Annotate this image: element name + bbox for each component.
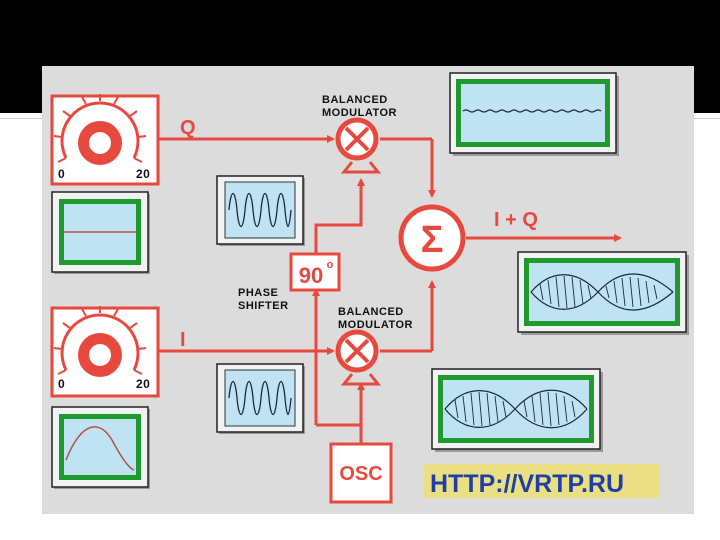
phase-shifter-label-line2: SHIFTER	[238, 300, 289, 312]
oscillator-block: OSC	[329, 442, 393, 504]
watermark-url: HTTP://VRTP.RU	[430, 470, 624, 498]
sum-symbol: Σ	[421, 219, 444, 261]
phase-shift-unit: o	[327, 259, 334, 271]
watermark: HTTP://VRTP.RU	[424, 464, 660, 498]
carrier-bottom-scope	[216, 363, 305, 434]
q-signal-scope	[51, 191, 150, 274]
carrier-top-scope	[216, 175, 305, 246]
i-knob-min-label: 0	[58, 377, 65, 391]
summing-junction: Σ	[398, 204, 466, 272]
phase-shift-value: 90	[299, 263, 323, 288]
q-signal-label: Q	[180, 117, 196, 139]
bottom-modulator-output-scope	[431, 368, 603, 452]
q-level-knob[interactable]: 0 20	[50, 94, 160, 186]
top-modulator-label-line1: BALANCED	[322, 94, 388, 106]
top-modulator-label-line2: MODULATOR	[322, 107, 397, 119]
bottom-balanced-modulator	[335, 329, 379, 373]
phase-shifter-block: 90 o	[289, 252, 341, 292]
i-signal-scope	[51, 406, 150, 489]
bottom-modulator-label-line2: MODULATOR	[338, 319, 413, 331]
bottom-mod-loop-wire	[340, 373, 382, 386]
phase-shifter-to-top-mod-wire	[314, 178, 365, 254]
q-knob-min-label: 0	[58, 167, 65, 181]
q-knob-max-label: 20	[136, 167, 150, 181]
sum-output-label: I + Q	[494, 209, 538, 231]
sum-output-scope	[517, 251, 689, 335]
top-balanced-modulator	[335, 117, 379, 161]
i-signal-label: I	[180, 329, 186, 351]
top-mod-loop-wire	[340, 161, 382, 174]
bottom-modulator-label-line1: BALANCED	[338, 306, 404, 318]
i-level-knob[interactable]: 0 20	[50, 306, 160, 398]
top-modulator-output-scope	[449, 72, 619, 156]
oscillator-label: OSC	[339, 463, 382, 485]
phase-shifter-label-line1: PHASE	[238, 287, 278, 299]
i-knob-max-label: 20	[136, 377, 150, 391]
signal-wires	[158, 135, 622, 444]
